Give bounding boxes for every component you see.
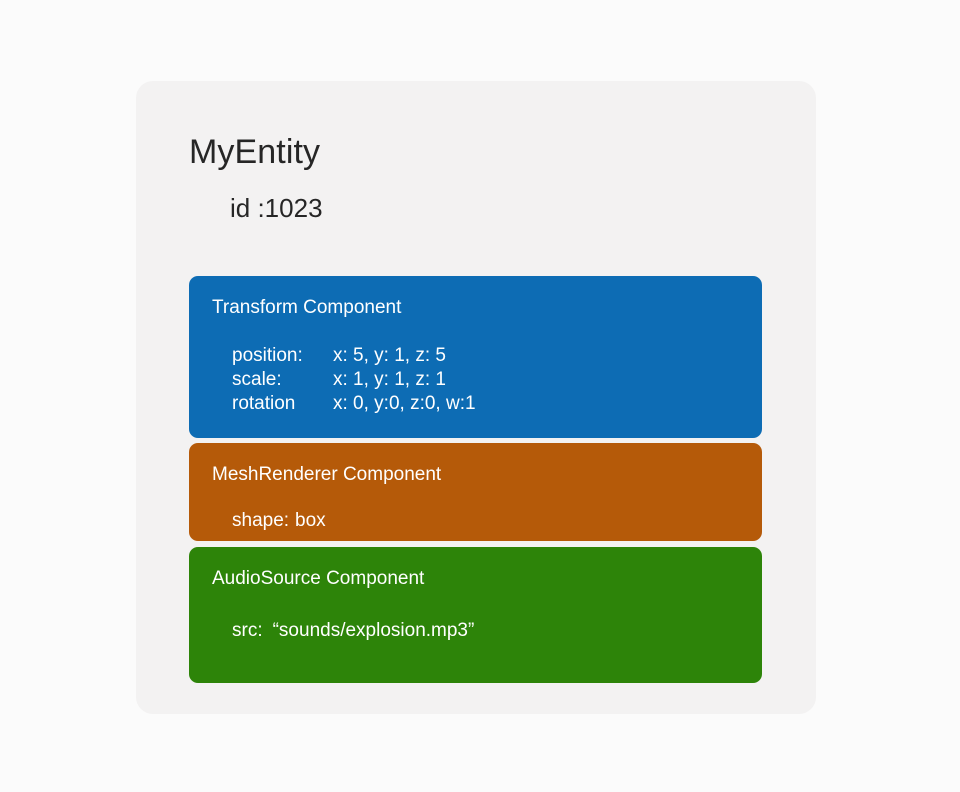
component-properties-meshrenderer: shape: box	[232, 509, 326, 533]
component-title-transform: Transform Component	[212, 297, 402, 318]
component-properties-audiosource: src: “sounds/explosion.mp3”	[232, 619, 474, 643]
entity-card: MyEntity id :1023 Transform Component po…	[136, 81, 816, 714]
property-row: shape: box	[232, 509, 326, 533]
property-value: box	[295, 510, 326, 531]
component-title-meshrenderer: MeshRenderer Component	[212, 464, 442, 485]
entity-name: MyEntity	[189, 133, 321, 171]
entity-id: id :1023	[230, 193, 323, 223]
property-value: x: 0, y:0, z:0, w:1	[333, 393, 476, 414]
component-block-audiosource[interactable]: AudioSource Component src: “sounds/explo…	[189, 547, 762, 683]
component-title-audiosource: AudioSource Component	[212, 568, 425, 589]
component-block-transform[interactable]: Transform Component position: x: 5, y: 1…	[189, 276, 762, 438]
property-value: “sounds/explosion.mp3”	[272, 620, 475, 641]
property-key: position:	[232, 345, 303, 366]
property-row: src: “sounds/explosion.mp3”	[232, 619, 474, 643]
property-key: rotation	[232, 393, 296, 414]
property-row: position: x: 5, y: 1, z: 5	[232, 344, 476, 368]
property-key: scale:	[232, 369, 282, 390]
property-value: x: 1, y: 1, z: 1	[333, 369, 446, 390]
component-block-meshrenderer[interactable]: MeshRenderer Component shape: box	[189, 443, 762, 541]
component-properties-transform: position: x: 5, y: 1, z: 5 scale: x: 1, …	[232, 344, 476, 416]
property-row: rotation x: 0, y:0, z:0, w:1	[232, 392, 476, 416]
property-value: x: 5, y: 1, z: 5	[333, 345, 446, 366]
property-key: shape:	[232, 510, 290, 531]
property-key: src:	[232, 620, 263, 641]
property-row: scale: x: 1, y: 1, z: 1	[232, 368, 476, 392]
